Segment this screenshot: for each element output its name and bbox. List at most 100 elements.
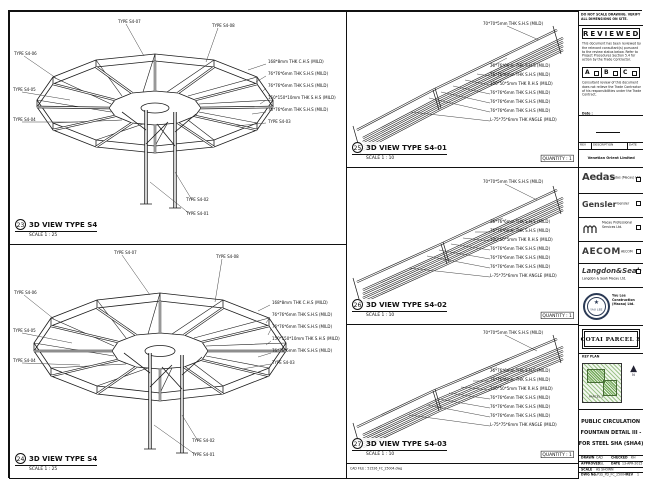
callout-label: 76*76*6mm THK S.H.S (MILD) bbox=[490, 228, 551, 233]
callout-label: 76*76*6mm THK S.H.S (MILD) bbox=[490, 368, 551, 373]
divider bbox=[579, 115, 643, 116]
callout-label: TYPE S4-08 bbox=[216, 254, 239, 259]
panel-3d-view-26: 70*70*5mm THK S.H.S (MILD) 76*76*6mm THK… bbox=[346, 167, 579, 325]
drawn-label: DRAWN bbox=[581, 456, 595, 460]
callout-label: 76*76*6mm THK S.H.S (MILD) bbox=[272, 312, 333, 317]
aedas-logo: Aedas bbox=[582, 172, 615, 183]
approved-label: APPROVED bbox=[581, 462, 601, 466]
divider bbox=[579, 409, 643, 410]
aedas-name: Aedas (Macau) Ltd. bbox=[611, 176, 642, 180]
callout-label: 150*150*10mm THK S.H.S (MILD) bbox=[272, 336, 340, 341]
callout-label: 168*8mm THK C.H.S (MILD) bbox=[272, 300, 328, 305]
panel-caption: 25 3D VIEW TYPE S4-01 SCALE 1 : 10 bbox=[352, 142, 447, 164]
callout-label: 76*76*6mm THK S.H.S (MILD) bbox=[490, 413, 551, 418]
reviewed-note-1: This document has been reviewed by the r… bbox=[582, 42, 641, 62]
panel-scale: SCALE 1 : 25 bbox=[29, 232, 58, 237]
panel-scale: SCALE 1 : 10 bbox=[366, 451, 395, 456]
client-name: Venetian Orient Limited bbox=[587, 156, 635, 160]
callout-label: TYPE S4-02 bbox=[192, 438, 215, 443]
callout-label: 76*76*6mm THK S.H.S (MILD) bbox=[490, 219, 551, 224]
consultant-checkbox bbox=[636, 201, 641, 206]
callout-label: TYPE S4-06 bbox=[14, 51, 37, 56]
scale-label: SCALE bbox=[581, 467, 593, 472]
keyplan-map: PARCEL 3 bbox=[582, 363, 622, 403]
reviewed-stamp-heading: REVIEWED bbox=[582, 28, 641, 39]
divider bbox=[579, 241, 643, 242]
callout-label: TYPE S4-04 bbox=[13, 117, 36, 122]
callout-label: 76*76*6mm THK S.H.S (MILD) bbox=[490, 395, 551, 400]
contractor-name: Yau Lee Construction (Macau) Ltd. bbox=[612, 294, 635, 306]
aecom-logo: AECOM bbox=[582, 247, 621, 257]
callout-label: TYPE S4-03 bbox=[268, 119, 291, 124]
panel-title: 3D VIEW TYPE S4-02 bbox=[366, 300, 447, 309]
sheet-note: DO NOT SCALE DRAWING. VERIFY ALL DIMENSI… bbox=[581, 13, 641, 21]
callout-label: 76*76*6mm THK S.H.S (MILD) bbox=[268, 83, 329, 88]
callout-label: TYPE S4-07 bbox=[118, 19, 141, 24]
contractor-seal-stamp: ★ YAU LEE bbox=[583, 293, 610, 320]
description-col: DESCRIPTION bbox=[592, 143, 628, 149]
callout-label: TYPE S4-01 bbox=[186, 211, 209, 216]
review-grade-row: A B C bbox=[582, 67, 640, 78]
panel-title: 3D VIEW TYPE S4-01 bbox=[366, 143, 447, 152]
revision-table-header: REV DESCRIPTION DATE bbox=[579, 142, 643, 149]
drawing-title-line: FOR STEEL SHA (SHA4) bbox=[578, 439, 644, 448]
consultant-checkbox bbox=[636, 177, 641, 182]
callout-label: TYPE S4-08 bbox=[212, 23, 235, 28]
langdon-seah-logo: Langdon&Seah bbox=[582, 267, 642, 275]
north-letter: N bbox=[632, 373, 635, 378]
callout-label: TYPE S4-05 bbox=[13, 328, 36, 333]
ref-circle: 24 bbox=[15, 453, 26, 464]
consultant-checkbox bbox=[636, 249, 641, 254]
dwg-no-label: DWG No. bbox=[581, 473, 597, 477]
wireframe-3d-canopy bbox=[21, 23, 274, 215]
callout-label: L-75*75*6mm THK ANGLE (MILD) bbox=[490, 422, 557, 427]
panel-scale: SCALE 1 : 10 bbox=[366, 155, 395, 160]
panel-title: 3D VIEW TYPE S4 bbox=[29, 220, 98, 229]
keyplan-parcel-shape bbox=[603, 380, 617, 396]
divider bbox=[579, 472, 643, 473]
date-field-label: DATE bbox=[611, 462, 621, 466]
callout-label: TYPE S4-02 bbox=[186, 197, 209, 202]
callout-label: 76*76*6mm THK S.H.S (MILD) bbox=[490, 377, 551, 382]
checked-value: KH bbox=[631, 456, 636, 460]
callout-label: 76*76*6mm THK S.H.S (MILD) bbox=[490, 63, 551, 68]
aecom-name: AECOM bbox=[621, 250, 633, 254]
callout-label: 76*76*6mm THK S.H.S (MILD) bbox=[490, 255, 551, 260]
panel-title: 3D VIEW TYPE S4 bbox=[29, 454, 98, 463]
quantity-label: QUANTITY : 1 bbox=[540, 450, 573, 458]
wireframe-beam-assembly bbox=[352, 25, 564, 155]
panel-3d-view-27: 70*70*5mm THK S.H.S (MILD) 76*76*6mm THK… bbox=[346, 324, 579, 464]
divider bbox=[579, 325, 643, 326]
callout-label: 150*150*10mm THK S.H.S (MILD) bbox=[268, 95, 336, 100]
grade-checkbox bbox=[594, 71, 599, 76]
keyplan-label: KEY PLAN bbox=[582, 355, 600, 359]
callout-label: TYPE S4-04 bbox=[13, 358, 36, 363]
file-strip: CAD FILE : 51526_FC_25004.dwg bbox=[346, 463, 579, 479]
banner-text: COTAI PARCEL 3 bbox=[581, 335, 642, 343]
scale-value: AS SHOWN bbox=[596, 467, 614, 472]
panel-scale: SCALE 1 : 25 bbox=[29, 466, 58, 471]
divider bbox=[579, 193, 643, 194]
rev-label: REV bbox=[626, 473, 634, 477]
title-text: FOR STEEL SHA (SHA4) bbox=[578, 440, 644, 447]
reviewed-note-2: Consultant review of this document does … bbox=[582, 81, 642, 97]
callout-label: L-75*75*6mm THK ANGLE (MILD) bbox=[490, 117, 557, 122]
drawn-value: CAD bbox=[596, 456, 603, 460]
date-col: DATE bbox=[628, 143, 643, 149]
rev-col: REV bbox=[579, 143, 592, 149]
client-row: Venetian Orient Limited bbox=[579, 154, 643, 162]
banner-frame: COTAI PARCEL 3 bbox=[581, 331, 642, 347]
grade-letter: A bbox=[585, 69, 590, 76]
divider bbox=[579, 287, 643, 288]
callout-label: 76*76*6mm THK S.H.S (MILD) bbox=[272, 324, 333, 329]
callout-label: TYPE S4-07 bbox=[114, 250, 137, 255]
callout-label: 76*76*6mm THK S.H.S (MILD) bbox=[490, 264, 551, 269]
keyplan-parcel-label: PARCEL 3 bbox=[589, 395, 604, 399]
ref-circle: 26 bbox=[352, 299, 363, 310]
grade-checkbox bbox=[613, 71, 618, 76]
ref-circle: 27 bbox=[352, 438, 363, 449]
callout-label: TYPE S4-06 bbox=[14, 290, 37, 295]
grade-cell-c: C bbox=[621, 68, 639, 77]
divider bbox=[579, 461, 643, 462]
